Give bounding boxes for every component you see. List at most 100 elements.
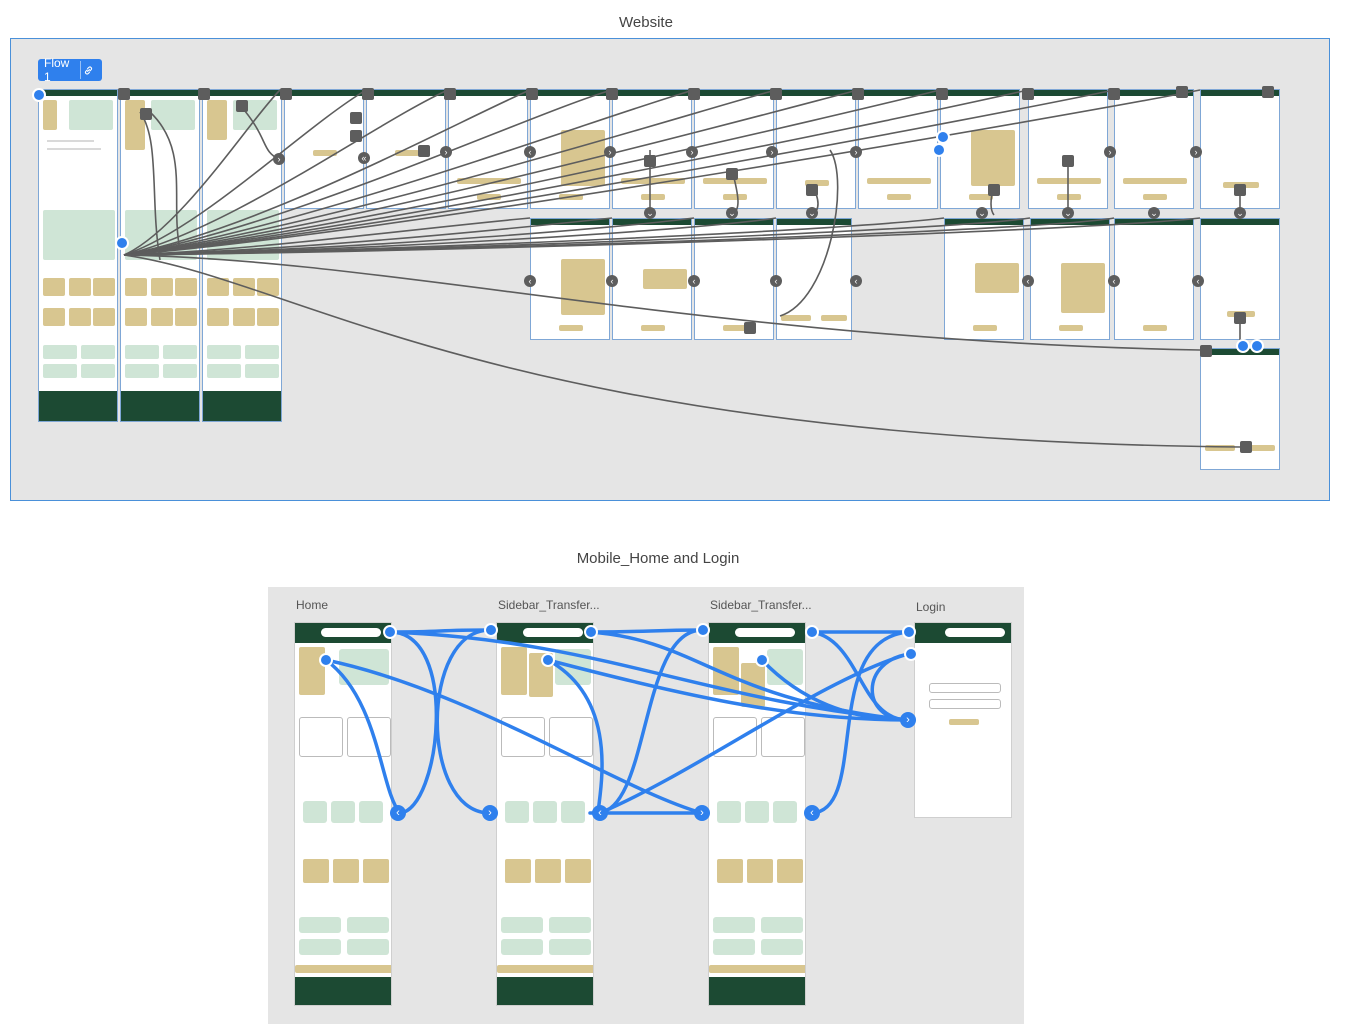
mobile-wire-node[interactable]	[541, 653, 555, 667]
wire-node[interactable]	[1200, 345, 1212, 357]
wire-node[interactable]	[280, 88, 292, 100]
chevron-right-icon[interactable]: ›	[1104, 146, 1116, 158]
mobile-wire-node[interactable]	[805, 625, 819, 639]
website-home-frame-1[interactable]	[38, 89, 118, 422]
website-frame-row2-3[interactable]	[694, 218, 774, 340]
wire-node[interactable]	[1108, 88, 1120, 100]
website-frame-transfer-2[interactable]	[530, 89, 610, 209]
website-frame-transfer-9[interactable]	[1114, 89, 1194, 209]
wire-node[interactable]	[726, 168, 738, 180]
chevron-right-icon[interactable]: ›	[694, 805, 710, 821]
website-frame-transfer-1[interactable]	[448, 89, 528, 209]
chevron-right-icon[interactable]: ›	[273, 153, 285, 165]
frame-label-home[interactable]: Home	[296, 598, 329, 612]
website-frame-transfer-6[interactable]	[858, 89, 938, 209]
chevron-right-icon[interactable]: ›	[482, 805, 498, 821]
wire-node[interactable]	[1062, 155, 1074, 167]
website-frame-transfer-3[interactable]	[612, 89, 692, 209]
chevron-down-icon[interactable]: ⌄	[726, 207, 738, 219]
chevron-left-icon[interactable]: ‹	[770, 275, 782, 287]
wire-node[interactable]	[1234, 312, 1246, 324]
wire-node[interactable]	[688, 88, 700, 100]
wire-node[interactable]	[350, 130, 362, 142]
chevron-down-icon[interactable]: ⌄	[1234, 207, 1246, 219]
wire-node[interactable]	[140, 108, 152, 120]
wire-node[interactable]	[806, 184, 818, 196]
website-frame-row2-5[interactable]	[944, 218, 1024, 340]
chevron-right-icon[interactable]: ›	[604, 146, 616, 158]
mobile-sidebar-transfer-frame-1[interactable]	[496, 622, 594, 1006]
link-icon[interactable]	[80, 61, 96, 79]
mobile-wire-node[interactable]	[902, 625, 916, 639]
chevron-left-icon[interactable]: «	[358, 152, 370, 164]
frame-label-sidebar-transfer-2[interactable]: Sidebar_Transfer...	[710, 598, 812, 612]
frame-label-login[interactable]: Login	[916, 600, 946, 614]
selected-wire-node[interactable]	[1250, 339, 1264, 353]
wire-node[interactable]	[1022, 88, 1034, 100]
chevron-left-icon[interactable]: ‹	[688, 275, 700, 287]
mobile-wire-node[interactable]	[319, 653, 333, 667]
flow-start-node[interactable]	[32, 88, 46, 102]
wire-node[interactable]	[988, 184, 1000, 196]
chevron-down-icon[interactable]: ⌄	[1062, 207, 1074, 219]
website-frame-row2-4[interactable]	[776, 218, 852, 340]
website-home-frame-2[interactable]	[120, 89, 200, 422]
selected-wire-node[interactable]	[115, 236, 129, 250]
chevron-down-icon[interactable]: ⌄	[806, 207, 818, 219]
wire-node[interactable]	[1262, 86, 1274, 98]
chevron-down-icon[interactable]: ⌄	[644, 207, 656, 219]
chevron-right-icon[interactable]: ›	[766, 146, 778, 158]
mobile-wire-node[interactable]	[755, 653, 769, 667]
chevron-right-icon[interactable]: ›	[440, 146, 452, 158]
wire-node[interactable]	[118, 88, 130, 100]
flow-start-tag[interactable]: Flow 1	[38, 56, 102, 84]
chevron-left-icon[interactable]: ‹	[1108, 275, 1120, 287]
chevron-left-icon[interactable]: ‹	[524, 275, 536, 287]
wire-node[interactable]	[526, 88, 538, 100]
chevron-left-icon[interactable]: ‹	[850, 275, 862, 287]
mobile-wire-node[interactable]	[383, 625, 397, 639]
mobile-wire-node[interactable]	[484, 623, 498, 637]
mobile-home-frame[interactable]	[294, 622, 392, 1006]
chevron-down-icon[interactable]: ⌄	[976, 207, 988, 219]
chevron-right-icon[interactable]: ›	[900, 712, 916, 728]
chevron-right-icon[interactable]: ›	[850, 146, 862, 158]
website-home-frame-3[interactable]	[202, 89, 282, 422]
website-frame-transfer-4[interactable]	[694, 89, 774, 209]
website-frame-login-1[interactable]	[284, 89, 364, 209]
wire-node[interactable]	[362, 88, 374, 100]
chevron-left-icon[interactable]: ‹	[592, 805, 608, 821]
wire-node[interactable]	[1240, 441, 1252, 453]
wire-node[interactable]	[644, 155, 656, 167]
wire-node[interactable]	[236, 100, 248, 112]
wire-node[interactable]	[198, 88, 210, 100]
mobile-wire-node[interactable]	[696, 623, 710, 637]
selected-wire-node[interactable]	[932, 143, 946, 157]
wire-node[interactable]	[444, 88, 456, 100]
chevron-down-icon[interactable]: ⌄	[1148, 207, 1160, 219]
wire-node[interactable]	[852, 88, 864, 100]
chevron-right-icon[interactable]: ›	[1190, 146, 1202, 158]
website-frame-row2-7[interactable]	[1114, 218, 1194, 340]
website-frame-transfer-7[interactable]	[940, 89, 1020, 209]
wire-node[interactable]	[1234, 184, 1246, 196]
wire-node[interactable]	[770, 88, 782, 100]
selected-wire-node[interactable]	[1236, 339, 1250, 353]
website-frame-row2-6[interactable]	[1030, 218, 1110, 340]
website-frame-login-2[interactable]	[366, 89, 446, 209]
mobile-wire-node[interactable]	[584, 625, 598, 639]
wire-node[interactable]	[418, 145, 430, 157]
mobile-wire-node[interactable]	[904, 647, 918, 661]
chevron-right-icon[interactable]: ›	[686, 146, 698, 158]
website-frame-row2-2[interactable]	[612, 218, 692, 340]
chevron-left-icon[interactable]: ‹	[524, 146, 536, 158]
chevron-left-icon[interactable]: ‹	[804, 805, 820, 821]
chevron-left-icon[interactable]: ‹	[1192, 275, 1204, 287]
wire-node[interactable]	[1176, 86, 1188, 98]
wire-node[interactable]	[350, 112, 362, 124]
chevron-left-icon[interactable]: ‹	[606, 275, 618, 287]
wire-node[interactable]	[606, 88, 618, 100]
wire-node[interactable]	[744, 322, 756, 334]
website-frame-transfer-8[interactable]	[1028, 89, 1108, 209]
chevron-left-icon[interactable]: ‹	[1022, 275, 1034, 287]
